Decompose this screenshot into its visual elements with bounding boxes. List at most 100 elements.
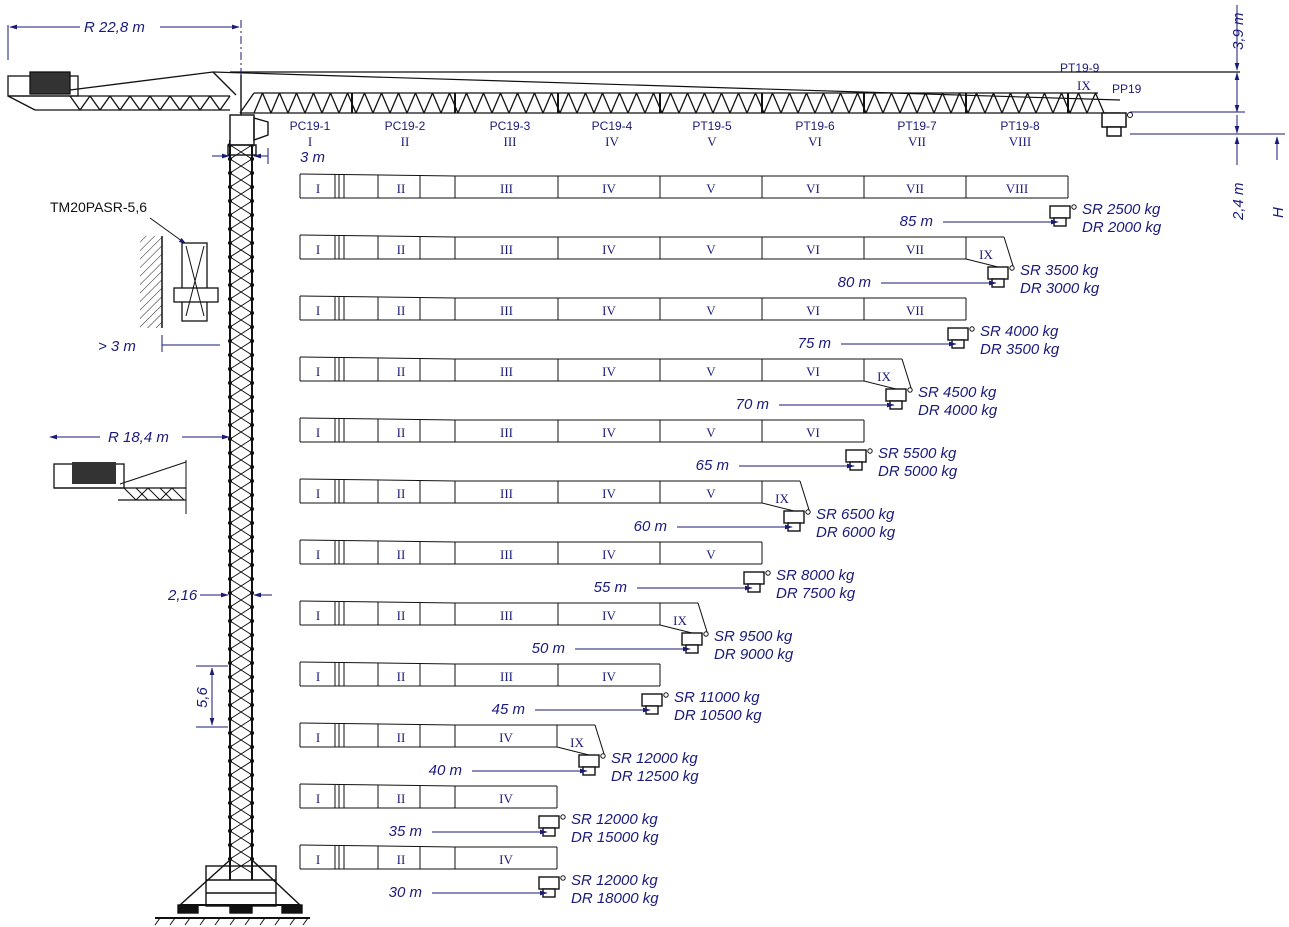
double-reeving-load: DR 4000 kg <box>918 402 998 419</box>
section-roman: V <box>706 425 716 440</box>
trolley-icon <box>538 875 566 898</box>
jib-length-label: 60 m <box>634 518 667 535</box>
section-roman: V <box>706 242 716 257</box>
section-roman: IV <box>602 547 616 562</box>
section-roman: II <box>397 181 406 196</box>
trolley-icon <box>1049 204 1077 227</box>
jib-section-roman: II <box>401 134 410 149</box>
section-roman: I <box>316 852 320 867</box>
section-roman: VI <box>806 181 820 196</box>
double-reeving-load: DR 18000 kg <box>571 890 659 907</box>
trolley-icon <box>578 753 606 776</box>
jib-section-code: PT19-7 <box>897 119 937 133</box>
offset-3m-label: 3 m <box>300 149 325 166</box>
section-roman: II <box>397 608 406 623</box>
trolley-icon <box>641 692 669 715</box>
section-roman: V <box>706 364 716 379</box>
trolley-icon <box>885 387 913 410</box>
single-reeving-load: SR 9500 kg <box>714 628 793 645</box>
double-reeving-load: DR 3000 kg <box>1020 280 1100 297</box>
double-reeving-load: DR 5000 kg <box>878 463 958 480</box>
section-roman: III <box>500 608 513 623</box>
mast-width-label: 2,16 <box>167 587 198 604</box>
single-reeving-load: SR 12000 kg <box>571 872 658 889</box>
section-roman: II <box>397 669 406 684</box>
jib-length-label: 80 m <box>838 274 871 291</box>
single-reeving-load: SR 8000 kg <box>776 567 855 584</box>
jib-length-label: 30 m <box>389 884 422 901</box>
jib-length-label: 70 m <box>736 396 769 413</box>
tip-roman: IX <box>979 247 993 262</box>
pt19-9-label: PT19-9 <box>1060 61 1100 75</box>
section-roman: I <box>316 303 320 318</box>
jib-section-code: PT19-5 <box>692 119 732 133</box>
section-roman: I <box>316 242 320 257</box>
jib-section-roman: VI <box>808 134 822 149</box>
jib-tie <box>212 71 1240 101</box>
radius-top-label: R 22,8 m <box>84 19 145 36</box>
trolley-icon <box>987 265 1015 288</box>
section-roman: III <box>500 242 513 257</box>
section-roman: III <box>500 425 513 440</box>
side-counter-jib: R 18,4 m <box>49 429 230 514</box>
section-roman: II <box>397 364 406 379</box>
jib-length-label: 45 m <box>492 701 525 718</box>
section-roman: II <box>397 547 406 562</box>
section-roman: II <box>397 242 406 257</box>
section-roman: IV <box>602 181 616 196</box>
wall-offset-label: > 3 m <box>98 338 136 355</box>
section-roman: IV <box>499 791 513 806</box>
single-reeving-load: SR 2500 kg <box>1082 201 1161 218</box>
jib-section-code: PC19-4 <box>592 119 633 133</box>
jib-section-code: PC19-1 <box>290 119 331 133</box>
section-roman: IV <box>499 730 513 745</box>
tower-base <box>154 859 310 926</box>
single-reeving-load: SR 4000 kg <box>980 323 1059 340</box>
section-roman: II <box>397 303 406 318</box>
section-roman: V <box>706 303 716 318</box>
tie-label: TM20PASR-5,6 <box>50 199 147 215</box>
section-roman: IV <box>602 608 616 623</box>
tip-roman: IX <box>570 735 584 750</box>
dim-3m: 3 m <box>212 148 325 166</box>
section-roman: IV <box>602 364 616 379</box>
dim-mast-width: 2,16 <box>167 587 272 604</box>
jib-length-label: 75 m <box>798 335 831 352</box>
section-roman: IV <box>602 486 616 501</box>
single-reeving-load: SR 3500 kg <box>1020 262 1099 279</box>
height-trolley-label: 2,4 m <box>1230 182 1247 221</box>
tip-roman: IX <box>673 613 687 628</box>
dim-right-heights <box>1130 5 1285 165</box>
tower-mast <box>227 140 255 880</box>
trolley-icon <box>845 448 873 471</box>
section-roman: III <box>500 303 513 318</box>
double-reeving-load: DR 2000 kg <box>1082 219 1162 236</box>
trolley-icon <box>947 326 975 349</box>
section-roman: I <box>316 364 320 379</box>
section-roman: I <box>316 791 320 806</box>
section-roman: IV <box>602 242 616 257</box>
section-roman: I <box>316 547 320 562</box>
dim-r-top: R 22,8 m <box>7 19 242 75</box>
height-h-label: H <box>1270 207 1287 218</box>
tip-roman: IX <box>877 369 891 384</box>
section-roman: III <box>500 547 513 562</box>
section-roman: VIII <box>1006 181 1028 196</box>
single-reeving-load: SR 12000 kg <box>571 811 658 828</box>
section-roman: I <box>316 730 320 745</box>
jib-section-code: PC19-2 <box>385 119 426 133</box>
trolley-icon <box>538 814 566 837</box>
double-reeving-load: DR 12500 kg <box>611 768 699 785</box>
jib-length-label: 55 m <box>594 579 627 596</box>
section-roman: I <box>316 425 320 440</box>
section-roman: III <box>500 181 513 196</box>
jib-section-code: PC19-3 <box>490 119 531 133</box>
trolley-icon <box>681 631 709 654</box>
